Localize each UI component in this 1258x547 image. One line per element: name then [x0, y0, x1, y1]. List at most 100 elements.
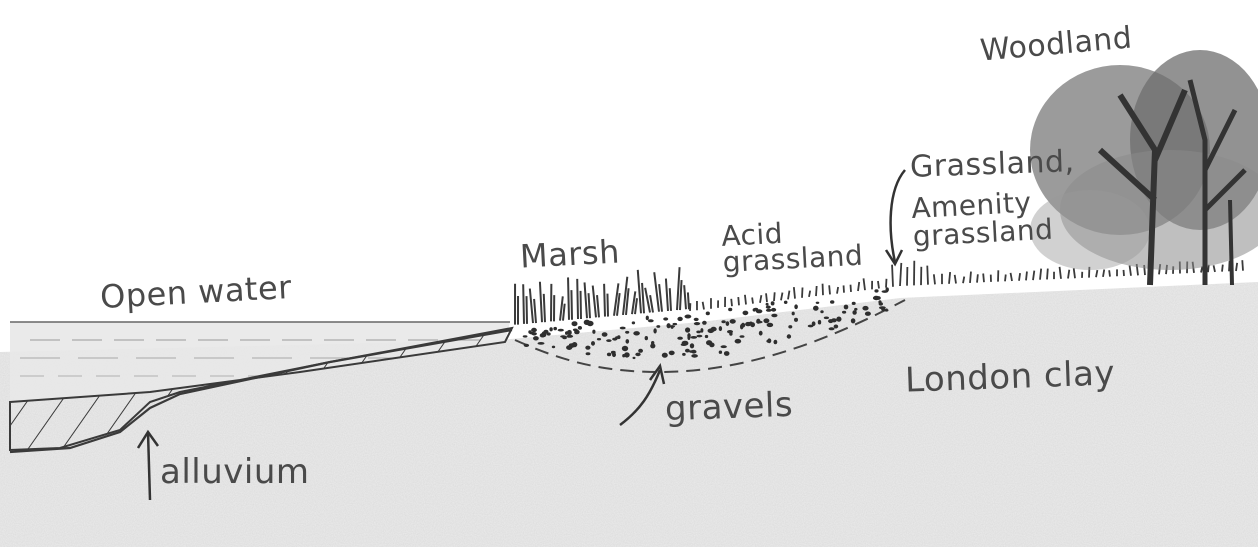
gravel-dot — [763, 318, 769, 323]
gravel-dot — [711, 327, 717, 332]
gravel-dot — [682, 353, 686, 356]
gravel-dot — [740, 335, 745, 338]
gravel-dot — [756, 309, 763, 313]
gravel-dot — [787, 334, 791, 338]
gravel-dot — [794, 318, 798, 322]
grass-blade — [1060, 267, 1061, 279]
reed — [551, 284, 554, 321]
reed — [604, 284, 608, 317]
grass-blade — [1236, 263, 1237, 271]
gravel-dot — [697, 335, 703, 338]
gravel-dot — [794, 304, 798, 309]
gravel-dot — [726, 321, 730, 326]
grass-blade — [1096, 270, 1097, 277]
gravel-dot — [572, 321, 578, 326]
alluvium-label: alluvium — [160, 455, 310, 489]
gravel-dot — [673, 323, 678, 325]
marsh-reeds — [515, 267, 689, 324]
gravel-dot — [662, 353, 668, 358]
grass-blade — [766, 293, 767, 302]
gravel-dot — [685, 349, 690, 353]
gravel-dot — [574, 330, 580, 335]
grass-blade — [745, 295, 746, 305]
gravel-dot — [842, 311, 846, 314]
grass-blade — [900, 263, 901, 286]
gravel-dot — [620, 327, 626, 330]
gravel-dot — [719, 351, 722, 354]
gravel-dot — [549, 327, 552, 331]
reed — [540, 282, 545, 322]
gravel-dot — [694, 318, 699, 321]
gravel-dot — [690, 343, 694, 348]
gravel-dot — [633, 331, 640, 335]
grass-blade — [1040, 269, 1041, 280]
gravel-dot — [626, 339, 630, 344]
gravel-dot — [696, 331, 701, 334]
gravel-dot — [667, 323, 671, 328]
gravel-dot — [685, 327, 690, 332]
grass-blade — [878, 281, 879, 289]
gravel-dot — [879, 302, 883, 305]
gravel-dot — [677, 317, 682, 321]
gravel-dot — [862, 306, 868, 311]
gravel-dot — [648, 319, 654, 322]
gravel-dot — [622, 346, 628, 351]
grass-blade — [1109, 270, 1110, 276]
gravel-dot — [691, 336, 698, 339]
gravel-dot — [824, 317, 829, 320]
reed — [614, 283, 620, 315]
grass-blade — [788, 291, 789, 300]
reed — [666, 279, 671, 311]
gravel-dot — [663, 317, 668, 320]
grass-blade — [983, 274, 984, 283]
grass-blade — [892, 265, 893, 287]
gravel-dot — [533, 336, 539, 340]
gravel-dot — [566, 345, 572, 350]
gravel-dot — [625, 331, 629, 334]
grass-blade — [1033, 271, 1034, 281]
grass-blade — [1130, 266, 1131, 276]
gravel-dot — [816, 302, 820, 304]
gravel-dot — [818, 320, 821, 325]
gravel-dot — [645, 336, 648, 340]
reed — [593, 286, 599, 318]
reed — [623, 277, 629, 315]
gravel-dot — [740, 324, 743, 329]
gravel-dot — [653, 328, 656, 333]
gravel-dot — [606, 339, 611, 342]
gravel-dot — [721, 320, 725, 323]
gravel-dot — [624, 352, 630, 357]
gravel-dot — [615, 336, 618, 339]
grassland-label: Grassland, — [910, 147, 1075, 183]
gravel-dot — [689, 350, 694, 353]
gravel-dot — [774, 340, 778, 345]
gravel-dot — [771, 314, 777, 317]
grass-blade — [738, 297, 739, 305]
gravel-dot — [766, 306, 771, 309]
grass-blade — [1103, 270, 1104, 277]
gravel-dot — [544, 330, 549, 334]
gravel-dot — [706, 312, 710, 316]
grass-blade — [703, 302, 704, 310]
gravel-dot — [567, 330, 572, 335]
gravel-dot — [650, 344, 655, 349]
grass-blade — [927, 266, 928, 285]
gravel-dot — [597, 338, 601, 340]
grass-blade — [731, 299, 732, 306]
grassland-arrow — [886, 170, 905, 264]
grass-blade — [1005, 275, 1006, 282]
gravel-dot — [724, 351, 730, 356]
grass-blade — [1214, 265, 1215, 272]
london-clay-label: London clay — [904, 356, 1115, 397]
gravel-dot — [829, 327, 835, 330]
gravel-dot — [743, 311, 749, 316]
gravel-dot — [578, 326, 582, 330]
grass-blade — [934, 274, 935, 284]
gravel-dot — [767, 323, 774, 327]
grass-blade — [1047, 269, 1048, 280]
gravel-dot — [753, 308, 756, 311]
gravel-dot — [607, 353, 611, 357]
gravel-dot — [792, 312, 795, 316]
grass-blade — [963, 277, 964, 284]
